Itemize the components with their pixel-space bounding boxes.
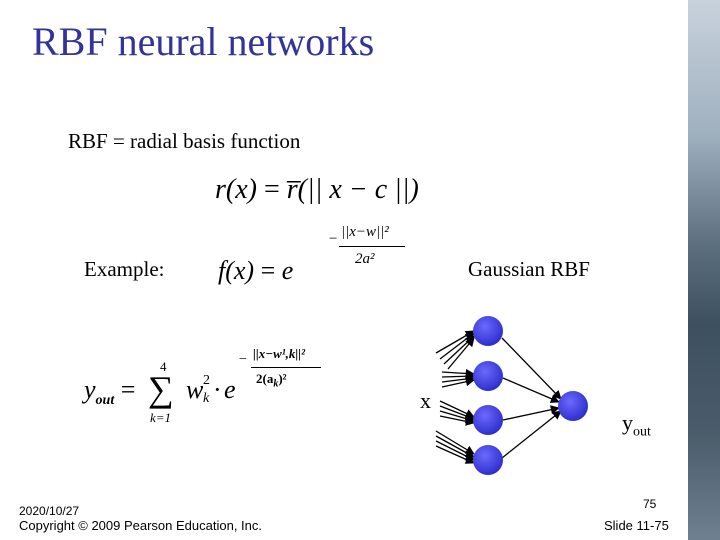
formula-y-fraction-bar (251, 367, 321, 368)
input-arrows-node-2 (441, 368, 475, 388)
formula-y-w-sup: 2 (203, 373, 210, 388)
formula-f: f(x) = e (218, 256, 293, 286)
formula-y-lhs: y (84, 375, 96, 404)
formula-y: yout = (84, 375, 135, 409)
rbf-network-diagram (435, 316, 588, 475)
definition-text: RBF = radial basis function (68, 129, 301, 153)
formula-f-eq: = (260, 256, 276, 285)
formula-y-exp-den-tail: )² (278, 371, 287, 386)
formula-y-exp-den-head: 2(a (256, 371, 274, 386)
formula-r-eq: = (263, 174, 280, 205)
formula-y-exp-den: 2(ak)² (256, 371, 287, 390)
example-label: Example: (84, 257, 165, 281)
footer-copyright: Copyright © 2009 Pearson Education, Inc. (19, 518, 263, 533)
footer-date: 2020/10/27 (19, 504, 80, 518)
rbf-hidden-node-2 (473, 361, 503, 391)
rbf-hidden-node-1 (473, 316, 503, 346)
formula-r-rhs: r̅(|| x − c ||) (286, 174, 419, 205)
formula-y-exp-den-sub: k (273, 378, 279, 390)
formula-f-minus: − (328, 231, 339, 247)
formula-y-dot: · (213, 375, 222, 404)
network-output-y: y (622, 410, 633, 435)
formula-y-w: w (186, 375, 204, 404)
input-arrows-node-3 (439, 400, 475, 426)
formula-r: r(x) = r̅(|| x − c ||) (215, 174, 419, 206)
formula-y-minus: − (238, 352, 248, 367)
input-arrows-node-4 (435, 430, 475, 464)
rbf-hidden-node-3 (473, 405, 503, 435)
network-input-label: x (420, 388, 431, 413)
formula-y-weight: w (186, 375, 203, 405)
formula-f-lhs: f(x) (218, 256, 255, 285)
formula-y-sum-symbol: ∑ (148, 369, 174, 409)
formula-r-lhs: r(x) (215, 174, 257, 205)
footer-page-number: 75 (643, 497, 657, 511)
formula-y-eq: = (120, 375, 136, 404)
output-node (558, 391, 588, 421)
formula-y-base: e (224, 375, 236, 404)
formula-y-w-sub: k (203, 391, 210, 406)
formula-f-fraction-bar (339, 246, 405, 247)
formula-y-lhs-sub: out (95, 393, 115, 409)
formula-f-exp-num: ||x−w||² (341, 224, 389, 240)
formula-f-base: e (281, 256, 294, 285)
footer-slide-number: Slide 11-75 (604, 518, 669, 533)
slide-title: RBF neural networks (32, 19, 375, 64)
decorative-side-band (688, 0, 720, 540)
hidden-to-output-arrows (501, 337, 562, 459)
gaussian-rbf-label: Gaussian RBF (468, 257, 590, 281)
network-output-label: yout (622, 410, 651, 440)
network-output-sub: out (633, 424, 651, 440)
input-arrows-node-1 (435, 330, 475, 370)
formula-f-exp-den: 2a² (355, 251, 375, 267)
formula-y-sum-bottom: k=1 (150, 410, 172, 425)
formula-y-sum-top: 4 (160, 359, 167, 374)
formula-y-exp-num: ||x−w¹,k||² (253, 346, 306, 361)
rbf-hidden-node-4 (473, 445, 503, 475)
